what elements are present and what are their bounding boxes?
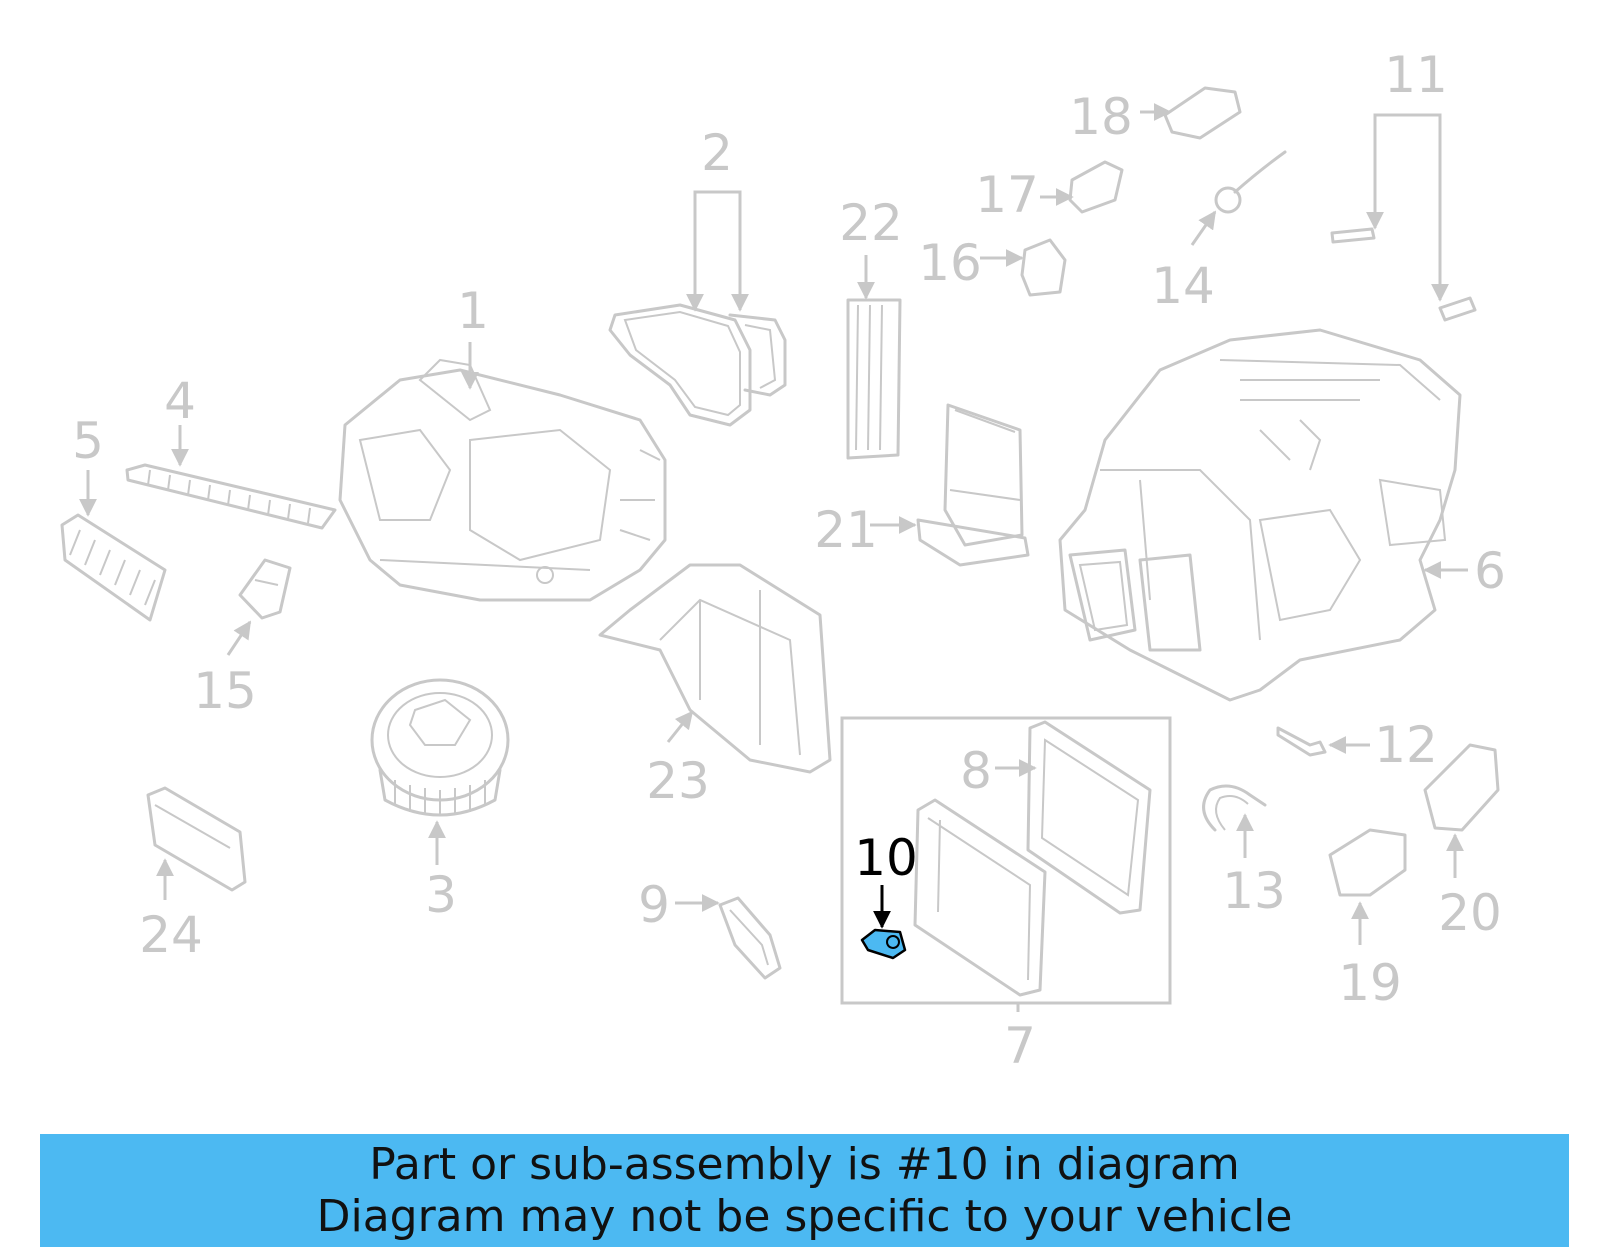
part-19-actuator [1328,828,1407,897]
callout-22: 22 [839,194,903,252]
part-17-actuator [1068,160,1124,214]
callout-17: 17 [975,166,1039,224]
callout-19: 19 [1338,954,1402,1012]
leader-11 [1366,113,1449,302]
callout-9: 9 [638,876,670,934]
callout-8: 8 [960,742,992,800]
callout-14: 14 [1151,257,1215,315]
subassembly-box [840,716,1172,1005]
part-2-duct-seal [608,303,787,427]
part-24-module [146,786,247,892]
callout-7: 7 [1004,1017,1036,1075]
leader-23 [666,710,694,743]
callout-5: 5 [72,412,104,470]
part-7-evaporator [913,798,1047,997]
part-6-hvac-case [1058,328,1462,702]
part-13-hose [1202,784,1267,832]
part-21-resistor [916,403,1030,567]
callout-1: 1 [457,282,489,340]
part-20-actuator [1423,743,1500,832]
callout-16: 16 [918,234,982,292]
part-14-sensor-wire [1214,150,1287,214]
callout-24: 24 [139,906,203,964]
callout-10: 10 [854,829,918,887]
callout-15: 15 [193,662,257,720]
banner-line-1: Part or sub-assembly is #10 in diagram [369,1138,1240,1190]
part-22-door [846,298,902,460]
callout-18: 18 [1069,88,1133,146]
callout-20: 20 [1438,884,1502,942]
callout-12: 12 [1374,716,1438,774]
info-banner: Part or sub-assembly is #10 in diagram D… [40,1134,1569,1247]
callout-21: 21 [814,501,878,559]
part-9-gasket [718,896,782,980]
part-15-actuator [238,558,292,620]
part-10-expansion-valve [860,928,907,960]
part-1-blower-housing [338,358,667,602]
callout-6: 6 [1474,542,1506,600]
part-8-heater-core [1026,720,1152,915]
callout-3: 3 [425,866,457,924]
part-16-actuator [1020,238,1067,297]
part-4-cabin-filter [125,463,337,530]
banner-line-2: Diagram may not be specific to your vehi… [316,1190,1293,1242]
parts-diagram: 1 2 3 4 5 6 7 8 9 10 11 12 13 14 15 16 1… [60,46,1506,1075]
part-18-actuator [1163,86,1242,140]
leader-2 [686,190,749,312]
part-5-filter-cover [60,513,167,622]
leader-15 [226,620,252,656]
part-23-housing [598,563,832,774]
part-11-sensors [1330,227,1477,322]
callout-23: 23 [646,752,710,810]
part-3-blower-motor [370,678,510,817]
callout-11: 11 [1384,46,1448,104]
callout-13: 13 [1222,862,1286,920]
leader-14 [1190,210,1217,246]
part-12-sensor [1276,726,1327,757]
callout-2: 2 [701,124,733,182]
callout-4: 4 [164,372,196,430]
